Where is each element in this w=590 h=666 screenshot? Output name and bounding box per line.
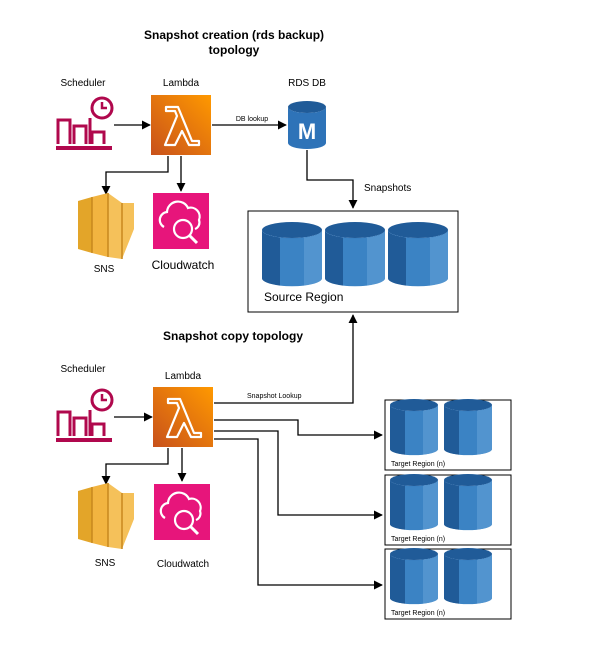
database-icon: [387, 222, 449, 287]
creation-title-line1: Snapshot creation (rds backup): [144, 28, 324, 42]
sns-icon: [77, 192, 135, 260]
source-region-label: Source Region: [264, 290, 343, 304]
lambda-icon: [151, 385, 215, 449]
rds-db-label: RDS DB: [288, 78, 326, 89]
database-icon: [389, 548, 439, 605]
bottom-lambda-label: Lambda: [165, 371, 202, 382]
rds-icon: M: [288, 101, 326, 149]
database-icon: [443, 399, 493, 456]
top-sns-label: SNS: [94, 264, 115, 275]
database-icon: [261, 222, 323, 287]
copy-title: Snapshot copy topology: [163, 329, 303, 343]
lambda-icon: [149, 93, 213, 157]
lambda-to-sns-arrow: [101, 156, 169, 195]
top-cloudwatch-label: Cloudwatch: [152, 258, 215, 272]
database-icon: [443, 474, 493, 531]
target-region-box-2: Target Region (n): [384, 474, 512, 546]
cloudwatch-icon: [151, 191, 211, 251]
top-scheduler-label: Scheduler: [60, 78, 106, 89]
cloudwatch-icon: [152, 482, 212, 542]
top-lambda-label: Lambda: [163, 78, 200, 89]
lambda-to-target3-arrow: [214, 438, 383, 590]
lambda-to-target1-arrow: [214, 419, 383, 440]
creation-title-line2: topology: [209, 43, 260, 57]
sns-icon: [77, 482, 135, 550]
database-icon: [443, 548, 493, 605]
snapshot-lookup-label: Snapshot Lookup: [247, 393, 302, 400]
bottom-scheduler-label: Scheduler: [60, 364, 106, 375]
database-icon: [389, 474, 439, 531]
rds-glyph: M: [298, 119, 316, 144]
scheduler-icon: [54, 96, 114, 152]
bottom-cloudwatch-label: Cloudwatch: [157, 559, 209, 570]
bottom-lambda-to-sns-arrow: [101, 448, 169, 485]
target-region-box-3: Target Region (n): [384, 548, 512, 620]
database-icon: [324, 222, 386, 287]
target-region-box-1: Target Region (n): [384, 399, 512, 471]
database-icon: [389, 399, 439, 456]
snapshots-label: Snapshots: [364, 183, 411, 194]
target-region-label-3: Target Region (n): [391, 610, 445, 617]
target-region-label-1: Target Region (n): [391, 461, 445, 468]
db-lookup-label: DB lookup: [236, 116, 268, 123]
rds-to-source-arrow: [306, 150, 358, 209]
scheduler-icon: [54, 388, 114, 444]
lambda-to-source-arrow: [214, 314, 358, 404]
lambda-to-target2-arrow: [214, 430, 383, 520]
bottom-sns-label: SNS: [95, 558, 116, 569]
target-region-label-2: Target Region (n): [391, 536, 445, 543]
